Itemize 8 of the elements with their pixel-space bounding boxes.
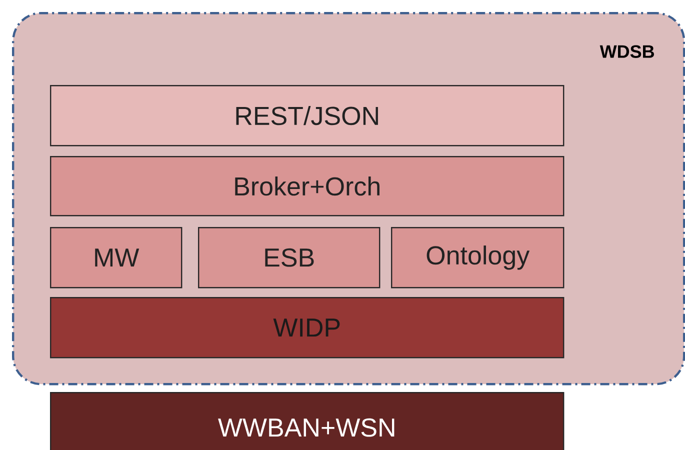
layer-box: MW (50, 227, 182, 288)
layer-box: REST/JSON (50, 85, 564, 146)
layer-box: WIDP (50, 297, 564, 358)
container-label: WDSB (600, 45, 654, 58)
layer-box: WWBAN+WSN (50, 392, 564, 450)
layer-box: Broker+Orch (50, 156, 564, 216)
layer-box: Ontology (391, 227, 564, 288)
layer-box: ESB (198, 227, 380, 288)
